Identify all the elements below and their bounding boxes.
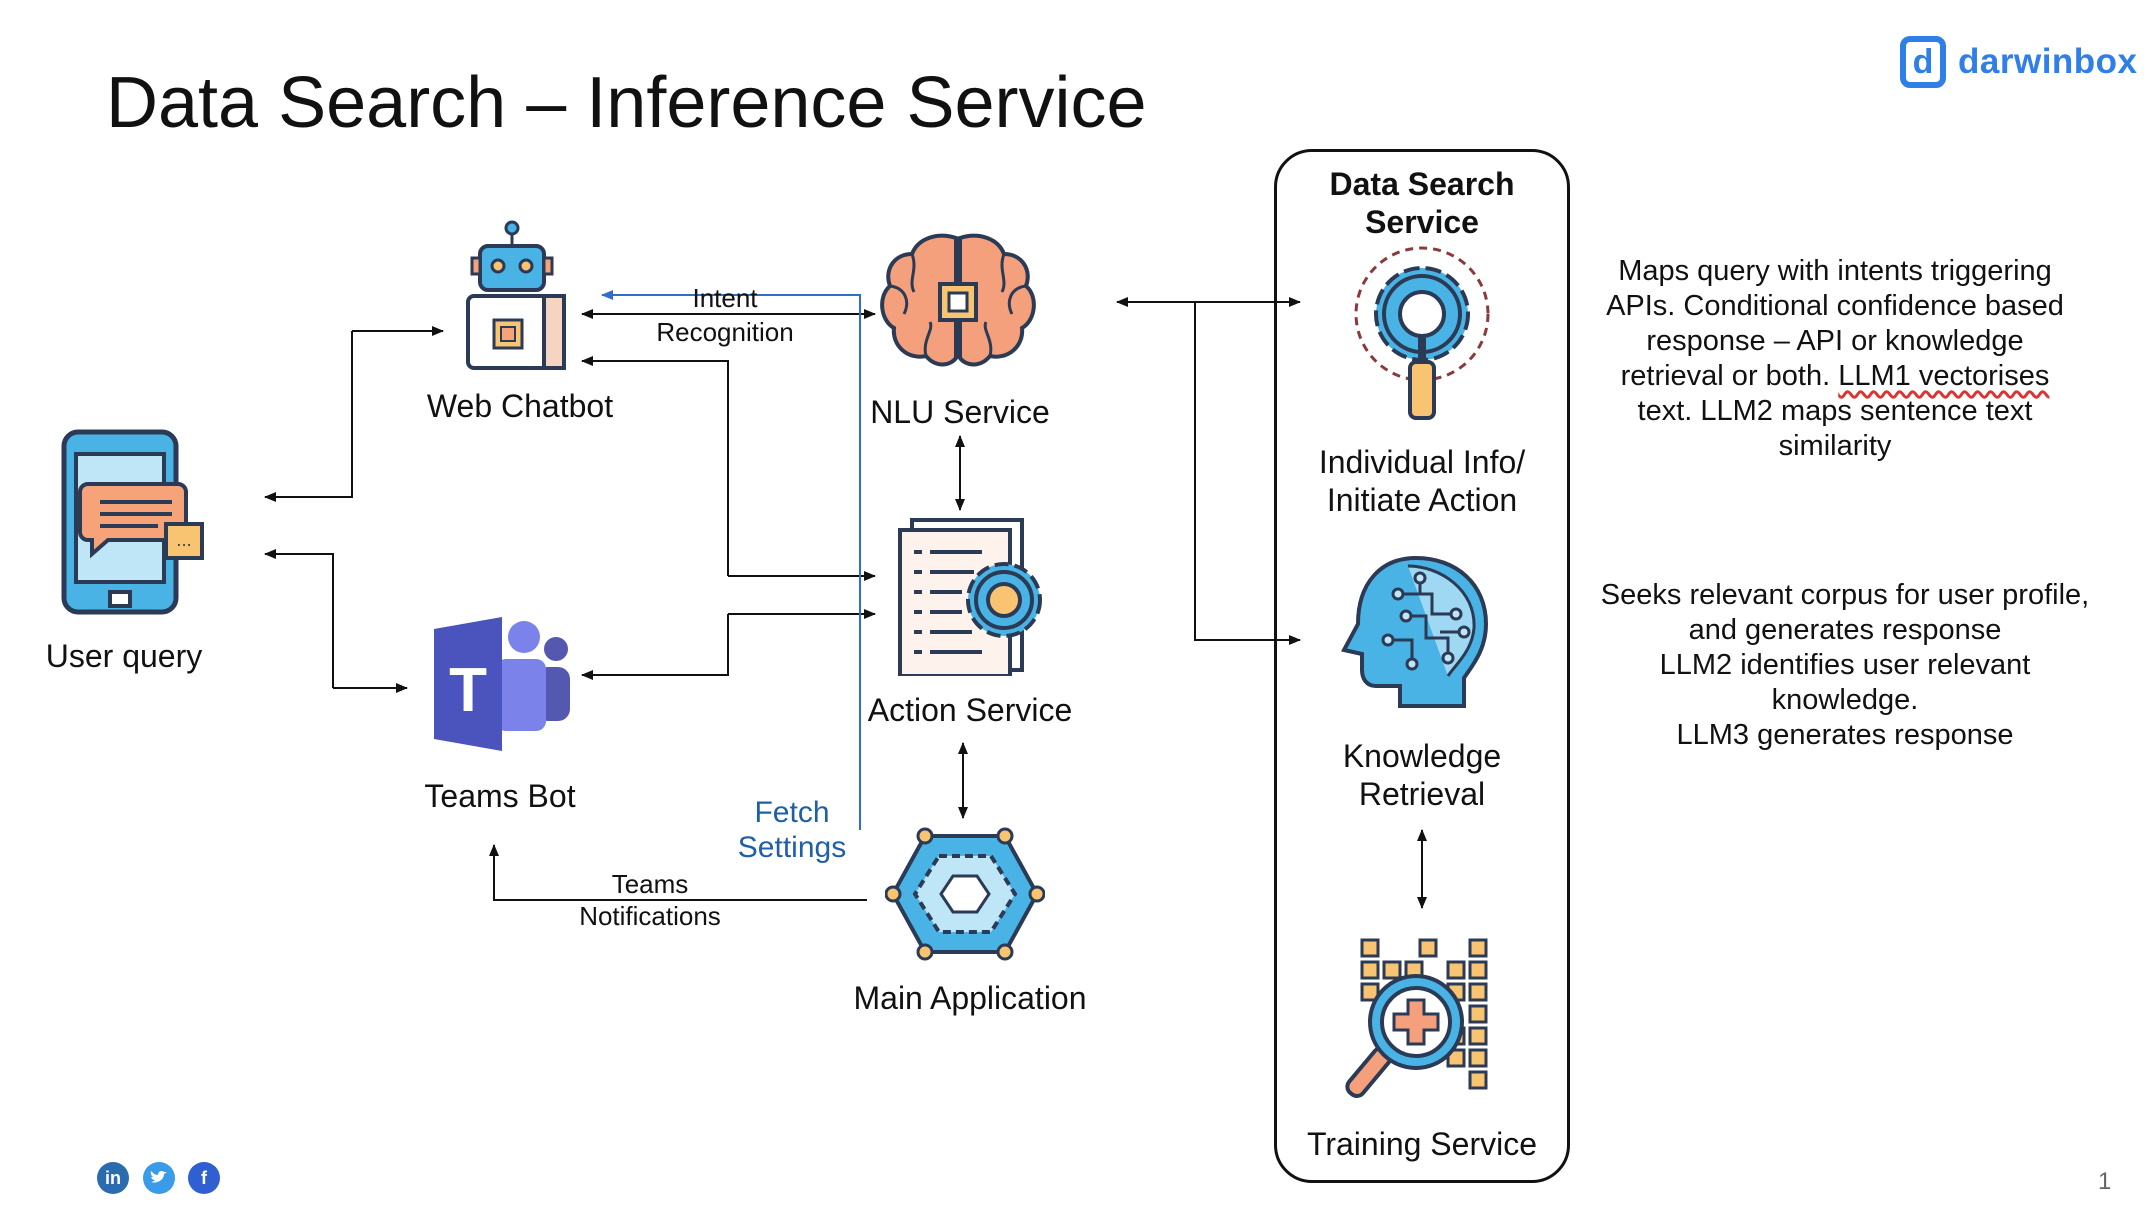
knowledge-description-line1: Seeks relevant corpus for user profile, bbox=[1600, 579, 2090, 611]
document-gear-icon bbox=[898, 518, 1042, 676]
intent-description-line4b: LLM1 vectorises bbox=[1838, 360, 2050, 392]
individual-info-label-line2: Initiate Action bbox=[1326, 482, 1518, 518]
teams-bot-label: Teams Bot bbox=[424, 778, 576, 814]
edge-user-webchatbot bbox=[264, 331, 353, 502]
twitter-icon[interactable] bbox=[143, 1162, 175, 1194]
knowledge-retrieval-label-line1: Knowledge bbox=[1342, 738, 1502, 774]
slide-title: Data Search – Inference Service bbox=[106, 63, 1147, 143]
teams-notifications-line1: Teams bbox=[611, 869, 689, 899]
user-query-label: User query bbox=[45, 638, 203, 674]
knowledge-description-line2: and generates response bbox=[1688, 614, 2002, 646]
intent-description-line5: text. LLM2 maps sentence text bbox=[1637, 395, 2033, 427]
facebook-icon[interactable]: f bbox=[188, 1162, 220, 1194]
teams-notifications-line2: Notifications bbox=[579, 901, 721, 931]
svg-text:...: ... bbox=[176, 531, 191, 550]
ai-head-icon bbox=[1340, 555, 1489, 708]
gear-magnifier-icon bbox=[1354, 246, 1490, 420]
edge-user-teamsbot bbox=[264, 549, 334, 688]
darwinbox-logo-mark: d bbox=[1900, 36, 1946, 88]
intent-label-line1: Intent bbox=[692, 283, 758, 313]
intent-description: Maps query with intents triggering APIs.… bbox=[1570, 254, 2100, 464]
individual-info-label-line1: Individual Info/ bbox=[1318, 444, 1526, 480]
robot-icon bbox=[466, 220, 566, 370]
data-magnifier-icon bbox=[1345, 938, 1488, 1098]
knowledge-description-line4: knowledge. bbox=[1771, 684, 1919, 716]
intent-description-line3: response – API or knowledge bbox=[1646, 325, 2024, 357]
darwinbox-logo: d darwinbox bbox=[1900, 32, 2138, 92]
intent-label-line2: Recognition bbox=[656, 317, 794, 347]
intent-description-line4: retrieval or both. LLM1 vectorises bbox=[1570, 359, 2100, 394]
training-service-label: Training Service bbox=[1306, 1126, 1537, 1162]
microsoft-teams-icon: T bbox=[434, 617, 570, 751]
page-number: 1 bbox=[2098, 1168, 2112, 1195]
knowledge-description: Seeks relevant corpus for user profile, … bbox=[1570, 578, 2120, 753]
edge-main-teamsbot bbox=[489, 844, 867, 901]
nlu-service-label: NLU Service bbox=[870, 394, 1050, 430]
fetch-settings-line1: Fetch bbox=[754, 796, 830, 829]
darwinbox-logo-text: darwinbox bbox=[1958, 42, 2138, 81]
hexagon-network-icon bbox=[885, 827, 1045, 961]
svg-text:T: T bbox=[449, 656, 487, 725]
data-search-service-panel bbox=[1274, 149, 1570, 1183]
brain-chip-icon bbox=[880, 233, 1036, 367]
web-chatbot-label: Web Chatbot bbox=[426, 388, 614, 424]
phone-chat-icon: ... bbox=[61, 429, 204, 615]
knowledge-retrieval-label-line2: Retrieval bbox=[1358, 776, 1486, 812]
data-search-service-title-line2: Service bbox=[1365, 204, 1479, 240]
edge-fetch-settings bbox=[601, 290, 861, 830]
intent-description-line1: Maps query with intents triggering bbox=[1618, 255, 2052, 287]
intent-description-line4a: retrieval or both. bbox=[1620, 360, 1839, 392]
intent-description-line2: APIs. Conditional confidence based bbox=[1606, 290, 2064, 322]
action-service-label: Action Service bbox=[867, 692, 1073, 728]
intent-description-line6: similarity bbox=[1778, 430, 1892, 462]
data-search-service-title-line1: Data Search bbox=[1329, 166, 1515, 202]
edge-teamsbot-action bbox=[581, 614, 729, 680]
main-application-label: Main Application bbox=[853, 980, 1087, 1016]
knowledge-description-line5: LLM3 generates response bbox=[1676, 719, 2014, 751]
fetch-settings-line2: Settings bbox=[737, 831, 847, 864]
knowledge-description-line3: LLM2 identifies user relevant bbox=[1659, 649, 2031, 681]
edge-webchatbot-action bbox=[581, 356, 729, 576]
linkedin-icon[interactable]: in bbox=[97, 1162, 129, 1194]
